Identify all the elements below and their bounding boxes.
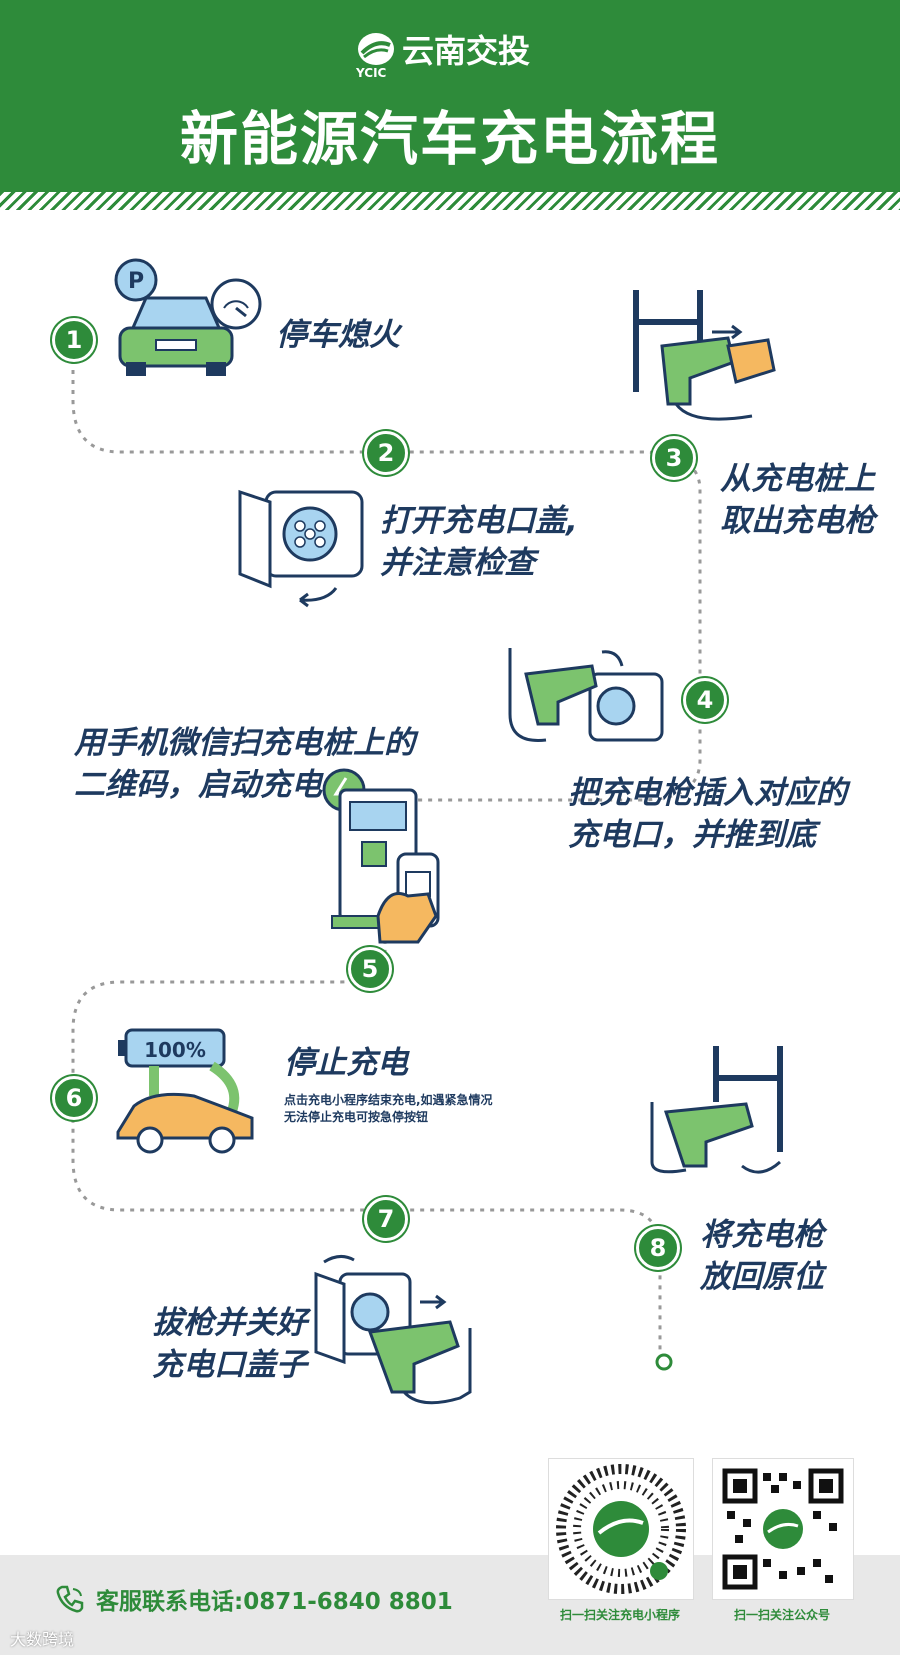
page-title: 新能源汽车充电流程 xyxy=(179,105,720,173)
official-account-qr-code-icon xyxy=(722,1468,844,1590)
step-4-label-line2: 充电口，并推到底 xyxy=(568,817,816,853)
ycic-logo-icon xyxy=(358,33,394,65)
logo-subtext: YCIC xyxy=(356,66,387,80)
parking-letter: P xyxy=(128,269,144,294)
charge-complete-illustration: 100% xyxy=(116,1028,254,1154)
official-account-qr-caption: 扫一扫关注公众号 xyxy=(733,1608,830,1622)
charge-port-icon xyxy=(282,506,338,562)
logo-text: 云南交投 xyxy=(402,32,531,70)
step-2-label-line1: 打开充电口盖, xyxy=(380,503,578,539)
step-3-label-line1: 从充电桩上 xyxy=(720,461,875,497)
car-parked-illustration: P xyxy=(114,258,262,376)
official-account-qr-card[interactable] xyxy=(712,1458,854,1600)
phone-icon xyxy=(56,1585,84,1613)
step-5-label-line1: 用手机微信扫充电桩上的 xyxy=(74,725,415,761)
step-3-badge: 3 xyxy=(652,436,696,480)
step-4-label-line1: 把充电枪插入对应的 xyxy=(568,775,847,811)
header-banner: 云南交投 YCIC 新能源汽车充电流程 xyxy=(0,0,900,192)
step-2-badge: 2 xyxy=(364,431,408,475)
charge-port-icon xyxy=(596,686,636,726)
step-8-badge: 8 xyxy=(636,1226,680,1270)
step-8-label-line1: 将充电枪 xyxy=(700,1217,824,1253)
step-6-note: 点击充电小程序结束充电,如遇紧急情况 无法停止充电可按急停按钮 xyxy=(284,1092,493,1126)
step-7-label-line1: 拔枪并关好 xyxy=(152,1305,307,1341)
watermark: 大数跨境 xyxy=(10,1630,75,1649)
step-6-note-line1: 点击充电小程序结束充电,如遇紧急情况 xyxy=(284,1093,493,1107)
step-1-label: 停车熄火 xyxy=(276,317,400,353)
speedometer-icon xyxy=(210,278,262,330)
step-5-label: 用手机微信扫充电桩上的 二维码，启动充电 xyxy=(74,722,415,806)
qr-scan-illustration xyxy=(322,768,440,944)
step-4-label: 把充电枪插入对应的 充电口，并推到底 xyxy=(568,772,847,856)
charging-gun-icon xyxy=(524,664,598,726)
car-icon xyxy=(116,1092,254,1154)
charging-gun-remove-illustration xyxy=(633,290,776,421)
step-7-label-line2: 充电口盖子 xyxy=(152,1347,307,1383)
step-6-label: 停止充电 xyxy=(284,1045,408,1081)
step-5-badge: 5 xyxy=(348,947,392,991)
step-6-badge: 6 xyxy=(52,1076,96,1120)
charge-port-open-illustration xyxy=(238,489,364,608)
header-stripe-divider xyxy=(0,192,900,210)
step-8-label: 将充电枪 放回原位 xyxy=(700,1214,824,1298)
charging-gun-icon xyxy=(663,1102,754,1168)
step-7-badge: 7 xyxy=(364,1197,408,1241)
charging-gun-icon xyxy=(367,1320,460,1394)
step-1-badge: 1 xyxy=(52,318,96,362)
charge-port-icon xyxy=(350,1292,390,1332)
step-3-label: 从充电桩上 取出充电枪 xyxy=(720,458,875,542)
parking-icon xyxy=(114,258,158,302)
mini-program-qr-caption: 扫一扫关注充电小程序 xyxy=(559,1608,680,1622)
step-5-label-line2: 二维码，启动充电 xyxy=(74,767,322,803)
mini-program-qr-code-icon xyxy=(556,1464,686,1594)
step-4-badge: 4 xyxy=(683,678,727,722)
qr-code-icon xyxy=(361,841,387,867)
step-6-note-line2: 无法停止充电可按急停按钮 xyxy=(284,1110,429,1124)
battery-icon: 100% xyxy=(118,1028,226,1068)
step-8-label-line2: 放回原位 xyxy=(700,1259,824,1295)
step-2-label-line2: 并注意检查 xyxy=(380,545,535,581)
step-2-label: 打开充电口盖, 并注意检查 xyxy=(380,500,578,584)
phone-text: 客服联系电话:0871-6840 8801 xyxy=(96,1589,453,1615)
gun-return-illustration xyxy=(650,1046,783,1174)
customer-service-phone[interactable]: 客服联系电话:0871-6840 8801 xyxy=(54,1582,453,1616)
brand-logo: 云南交投 YCIC xyxy=(356,26,531,80)
unplug-close-illustration xyxy=(314,1255,472,1405)
battery-level-text: 100% xyxy=(144,1038,206,1062)
plug-in-illustration xyxy=(508,648,664,742)
route-end-marker xyxy=(655,1353,673,1371)
charging-gun-icon xyxy=(660,336,753,421)
step-7-label: 拔枪并关好 充电口盖子 xyxy=(152,1302,307,1386)
step-3-label-line2: 取出充电枪 xyxy=(720,503,875,539)
mini-program-qr-card[interactable] xyxy=(548,1458,694,1600)
